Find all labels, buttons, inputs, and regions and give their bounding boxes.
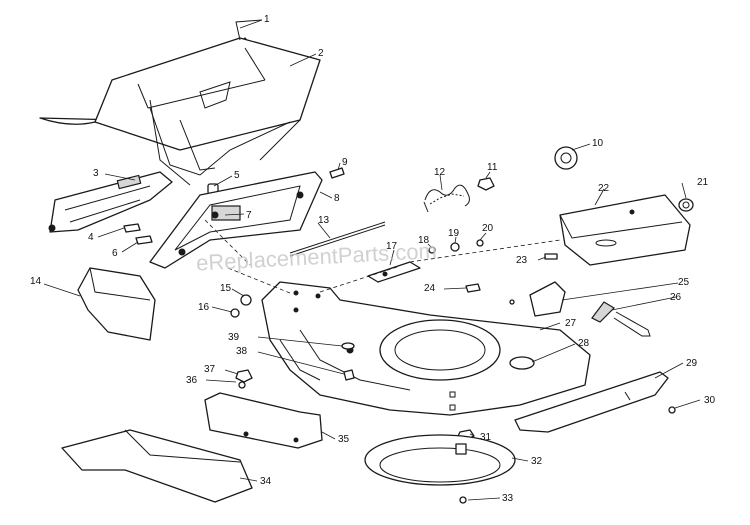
front-cover-35 xyxy=(204,392,323,449)
callout-35: 35 xyxy=(338,434,350,445)
callout-18: 18 xyxy=(418,235,430,246)
callout-16: 16 xyxy=(198,302,210,313)
callout-33: 33 xyxy=(502,493,514,504)
callout-4: 4 xyxy=(88,232,94,243)
callout-29: 29 xyxy=(686,358,698,369)
nut-11 xyxy=(477,177,495,191)
bushing-10 xyxy=(554,146,578,170)
fastener-38 xyxy=(343,369,355,381)
callout-19: 19 xyxy=(448,228,460,239)
washer-36 xyxy=(238,381,246,389)
rear-flap-22 xyxy=(559,194,691,266)
callout-9: 9 xyxy=(342,157,348,168)
callout-15: 15 xyxy=(220,283,232,294)
callout-26: 26 xyxy=(670,292,682,303)
leader-lines xyxy=(43,19,701,501)
callout-2: 2 xyxy=(318,48,324,59)
fastener-16 xyxy=(230,308,240,318)
callout-22: 22 xyxy=(598,183,610,194)
screw-9 xyxy=(329,167,345,179)
bushing-21 xyxy=(678,198,694,212)
assembly-lines xyxy=(204,219,561,294)
callout-31: 31 xyxy=(480,432,492,443)
callout-32: 32 xyxy=(531,456,543,467)
callout-30: 30 xyxy=(704,395,716,406)
screw-24 xyxy=(465,283,481,293)
callout-1: 1 xyxy=(264,14,270,25)
callout-5: 5 xyxy=(234,170,240,181)
callout-17: 17 xyxy=(386,241,398,252)
callout-38: 38 xyxy=(236,346,248,357)
callout-12: 12 xyxy=(434,167,446,178)
rear-plate xyxy=(149,171,323,269)
bag-frame-handle xyxy=(39,19,321,186)
bolt-30 xyxy=(668,406,676,414)
callout-6: 6 xyxy=(112,248,118,259)
plate-25 xyxy=(509,281,566,317)
callout-37: 37 xyxy=(204,364,216,375)
callouts: 1 2 3 4 5 6 7 8 9 10 11 12 13 14 15 16 1… xyxy=(30,14,716,504)
callout-10: 10 xyxy=(592,138,604,149)
guard-34 xyxy=(61,429,253,503)
washer-18 xyxy=(428,246,436,254)
callout-25: 25 xyxy=(678,277,690,288)
callout-11: 11 xyxy=(487,162,498,173)
fastener-15 xyxy=(240,294,252,306)
callout-8: 8 xyxy=(334,193,340,204)
washer-19 xyxy=(450,242,460,252)
screw-33 xyxy=(459,496,467,504)
washer-20 xyxy=(476,239,484,247)
callout-27: 27 xyxy=(565,318,577,329)
callout-28: 28 xyxy=(578,338,590,349)
rod-13 xyxy=(289,221,386,257)
callout-13: 13 xyxy=(318,215,330,226)
left-bracket xyxy=(48,171,173,233)
callout-3: 3 xyxy=(93,168,99,179)
callout-20: 20 xyxy=(482,223,494,234)
callout-34: 34 xyxy=(260,476,272,487)
callout-23: 23 xyxy=(516,255,528,266)
fastener-39 xyxy=(341,342,355,350)
lever-17 xyxy=(367,261,421,283)
callout-24: 24 xyxy=(424,283,436,294)
pin-23 xyxy=(544,253,558,260)
key-26 xyxy=(591,301,651,337)
bolt-4 xyxy=(123,223,141,233)
callout-21: 21 xyxy=(697,177,709,188)
callout-7: 7 xyxy=(246,210,252,221)
callout-36: 36 xyxy=(186,375,198,386)
side-cover-14 xyxy=(77,267,156,341)
callout-14: 14 xyxy=(30,276,42,287)
bolt-6 xyxy=(135,235,153,245)
housing-32 xyxy=(364,434,516,486)
callout-39: 39 xyxy=(228,332,240,343)
spring-12 xyxy=(423,184,470,213)
skirt-29 xyxy=(514,371,669,433)
nut-37 xyxy=(235,369,253,383)
deck-27 xyxy=(261,281,591,416)
